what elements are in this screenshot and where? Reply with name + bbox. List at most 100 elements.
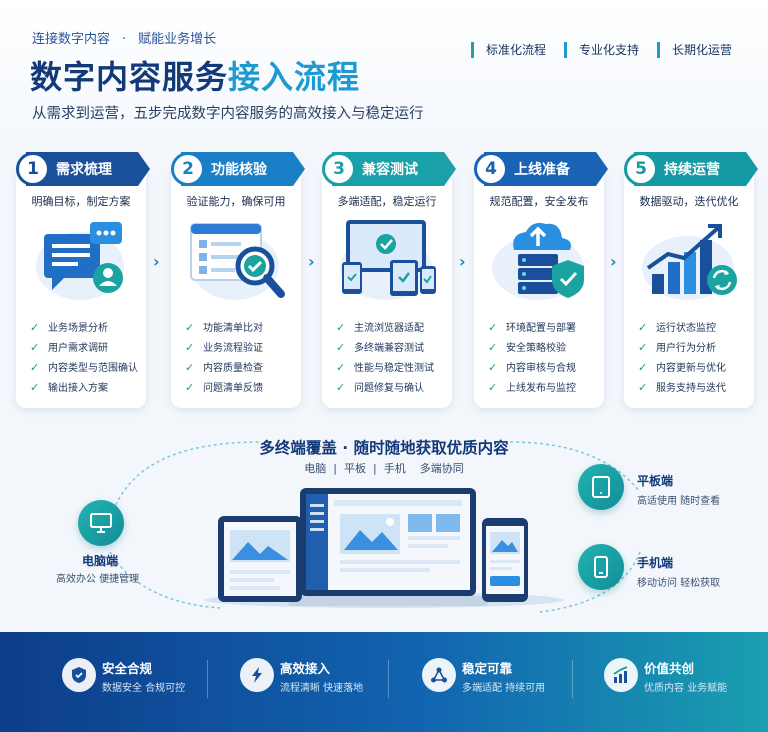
tagline: 连接数字内容 · 赋能业务增长 <box>32 28 216 47</box>
step-number: 5 <box>624 152 658 186</box>
step-header: 1 需求梳理 <box>12 152 150 186</box>
desktop-icon <box>78 500 124 546</box>
step-launch-prep: 4 上线准备 规范配置，安全发布 ✓环境配置与部署 ✓安全策略校验 ✓内容审核与… <box>470 148 608 410</box>
step-goal: 验证能力，确保可用 <box>186 195 286 208</box>
smartphone-icon <box>578 544 624 590</box>
feature-band: 安全合规 数据安全 合规可控 高效接入 流程清晰 快速落地 稳定可靠 多端适配 … <box>0 632 768 732</box>
phone-desc: 移动访问 轻松获取 <box>637 578 721 589</box>
list-item: ✓内容类型与范围确认 <box>30 361 138 374</box>
list-item: ✓内容更新与优化 <box>638 361 726 374</box>
coverage-title: 多终端覆盖 · 随时随地获取优质内容 <box>259 439 509 457</box>
pc-label: 电脑端 <box>82 554 119 568</box>
step-name: 兼容测试 <box>362 162 418 178</box>
growth-chart-icon <box>638 216 742 304</box>
tagline-dot: · <box>122 32 127 47</box>
divider <box>572 660 573 698</box>
chevron-right-icon: › <box>459 252 466 271</box>
list-item: ✓上线发布与监控 <box>488 381 576 394</box>
feature-desc: 数据安全 合规可控 <box>102 683 186 694</box>
step-name: 持续运营 <box>664 162 720 178</box>
list-item: ✓问题修复与确认 <box>336 381 424 394</box>
page-subtitle: 从需求到运营，五步完成数字内容服务的高效接入与稳定运行 <box>32 106 424 122</box>
step-checklist: ✓运行状态监控 ✓用户行为分析 ✓内容更新与优化 ✓服务支持与迭代 <box>638 318 726 398</box>
divider <box>388 660 389 698</box>
phone-label: 手机端 <box>637 556 674 570</box>
pill-longterm: 长期化运营 <box>656 42 744 58</box>
header-area <box>0 0 768 140</box>
page-title: 数字内容服务接入流程 <box>30 52 360 98</box>
step-header: 5 持续运营 <box>620 152 758 186</box>
step-verification: 2 功能核验 验证能力，确保可用 ✓功能清单比对 ✓业务流程验证 ✓内容质量检查… <box>167 148 305 410</box>
step-operations: 5 持续运营 数据驱动，迭代优化 ✓运行状态监控 ✓用户行为分析 ✓内容更新与优… <box>620 148 758 410</box>
step-number: 4 <box>474 152 508 186</box>
process-steps: 1 需求梳理 明确目标，制定方案 ✓业务场景分析 ✓用户需求调研 ✓内容类型与范… <box>12 148 758 412</box>
step-checklist: ✓环境配置与部署 ✓安全策略校验 ✓内容审核与合规 ✓上线发布与监控 <box>488 318 576 398</box>
tablet-label: 平板端 <box>637 474 674 488</box>
multi-device-icon <box>336 216 440 304</box>
feature-title: 价值共创 <box>644 661 695 676</box>
feature-title: 安全合规 <box>102 661 153 676</box>
coverage-illustration <box>109 441 641 613</box>
list-item: ✓用户行为分析 <box>638 341 716 354</box>
step-goal: 多端适配，稳定运行 <box>337 195 437 208</box>
network-icon <box>422 658 456 692</box>
list-item: ✓多终端兼容测试 <box>336 341 424 354</box>
step-checklist: ✓功能清单比对 ✓业务流程验证 ✓内容质量检查 ✓问题清单反馈 <box>185 318 263 398</box>
step-compatibility: 3 兼容测试 多端适配，稳定运行 ✓主流浏览器适配 ✓多终端兼容测试 ✓性能与稳… <box>318 148 456 410</box>
pc-desc: 高效办公 便捷管理 <box>56 574 140 585</box>
feature-desc: 流程清晰 快速落地 <box>280 683 364 694</box>
list-item: ✓内容质量检查 <box>185 361 263 374</box>
tagline-right: 赋能业务增长 <box>138 32 217 47</box>
chevron-right-icon: › <box>153 252 160 271</box>
cloud-server-shield-icon <box>488 216 592 304</box>
feature-title: 稳定可靠 <box>462 661 513 676</box>
step-checklist: ✓主流浏览器适配 ✓多终端兼容测试 ✓性能与稳定性测试 ✓问题修复与确认 <box>336 318 434 398</box>
step-goal: 规范配置，安全发布 <box>489 195 589 208</box>
list-item: ✓业务场景分析 <box>30 321 108 334</box>
pill-professional: 专业化支持 <box>563 42 651 58</box>
requirements-chat-icon <box>30 216 134 304</box>
title-main: 数字内容服务 <box>30 58 229 96</box>
list-item: ✓环境配置与部署 <box>488 321 576 334</box>
step-header: 4 上线准备 <box>470 152 608 186</box>
step-header: 3 兼容测试 <box>318 152 456 186</box>
feature-title: 高效接入 <box>280 661 331 676</box>
divider <box>207 660 208 698</box>
tagline-left: 连接数字内容 <box>32 32 111 47</box>
list-item: ✓运行状态监控 <box>638 321 716 334</box>
list-item: ✓内容审核与合规 <box>488 361 576 374</box>
list-item: ✓业务流程验证 <box>185 341 263 354</box>
step-requirements: 1 需求梳理 明确目标，制定方案 ✓业务场景分析 ✓用户需求调研 ✓内容类型与范… <box>12 148 150 410</box>
step-goal: 明确目标，制定方案 <box>31 195 131 208</box>
title-highlight: 接入流程 <box>228 58 361 96</box>
lightning-icon <box>240 658 274 692</box>
tablet-desc: 高适使用 随时查看 <box>637 496 721 507</box>
list-item: ✓用户需求调研 <box>30 341 108 354</box>
list-item: ✓主流浏览器适配 <box>336 321 424 334</box>
pill-standard: 标准化流程 <box>470 42 558 58</box>
step-name: 需求梳理 <box>56 162 112 178</box>
list-item: ✓输出接入方案 <box>30 381 108 394</box>
list-item: ✓问题清单反馈 <box>185 381 263 394</box>
step-number: 3 <box>322 152 356 186</box>
chevron-right-icon: › <box>610 252 617 271</box>
shield-icon <box>62 658 96 692</box>
step-name: 上线准备 <box>514 162 570 178</box>
step-number: 1 <box>16 152 50 186</box>
verify-magnifier-icon <box>185 216 289 304</box>
feature-desc: 多端适配 持续可用 <box>462 683 546 694</box>
chevron-right-icon: › <box>308 252 315 271</box>
feature-pills: 标准化流程 专业化支持 长期化运营 <box>465 42 744 58</box>
list-item: ✓安全策略校验 <box>488 341 566 354</box>
tablet-icon <box>578 464 624 510</box>
list-item: ✓性能与稳定性测试 <box>336 361 434 374</box>
coverage-subtitle: 电脑|平板|手机多端协同 <box>304 462 464 475</box>
step-name: 功能核验 <box>211 162 267 178</box>
step-checklist: ✓业务场景分析 ✓用户需求调研 ✓内容类型与范围确认 ✓输出接入方案 <box>30 318 138 398</box>
list-item: ✓服务支持与迭代 <box>638 381 726 394</box>
device-coverage-section: 多终端覆盖 · 随时随地获取优质内容 电脑|平板|手机多端协同 电脑端 高效办公… <box>0 412 768 632</box>
feature-desc: 优质内容 业务赋能 <box>644 683 728 694</box>
growth-icon <box>604 658 638 692</box>
step-number: 2 <box>171 152 205 186</box>
list-item: ✓功能清单比对 <box>185 321 263 334</box>
